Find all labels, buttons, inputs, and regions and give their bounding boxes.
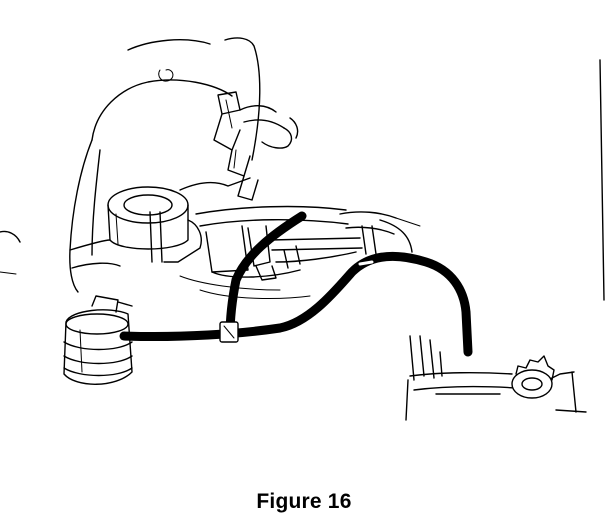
bracket-assembly [213, 91, 299, 201]
thick-hose [119, 211, 473, 357]
engine-hose-illustration [0, 37, 605, 421]
valve-body [179, 205, 421, 299]
upper-housing [69, 37, 261, 293]
hose-clamp [219, 321, 239, 343]
canister [63, 295, 133, 385]
figure-caption: Figure 16 [256, 490, 352, 513]
round-fitting [69, 177, 251, 269]
left-edge-detail [0, 230, 21, 275]
filler-cap [511, 355, 555, 399]
right-edge-detail [599, 59, 605, 301]
right-fittings [405, 335, 587, 421]
